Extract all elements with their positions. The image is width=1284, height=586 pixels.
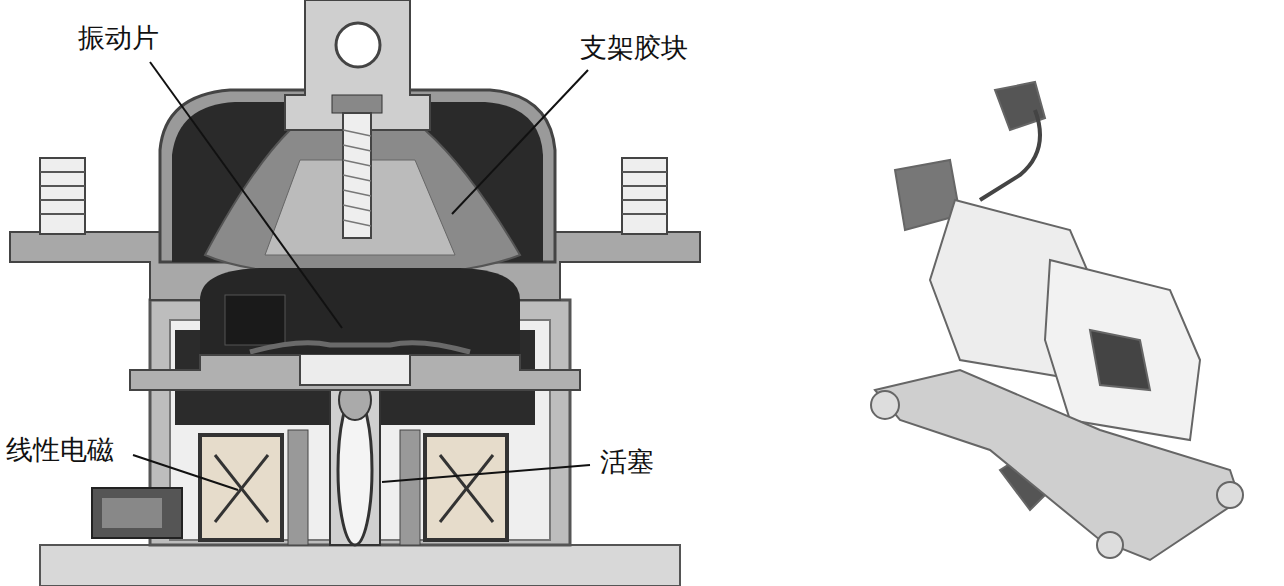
part-label: 支架胶块 — [578, 32, 690, 64]
part-label: 线性电磁 — [4, 434, 116, 466]
part-label: 活塞 — [598, 446, 656, 478]
part-label: 振动片 — [76, 22, 161, 54]
